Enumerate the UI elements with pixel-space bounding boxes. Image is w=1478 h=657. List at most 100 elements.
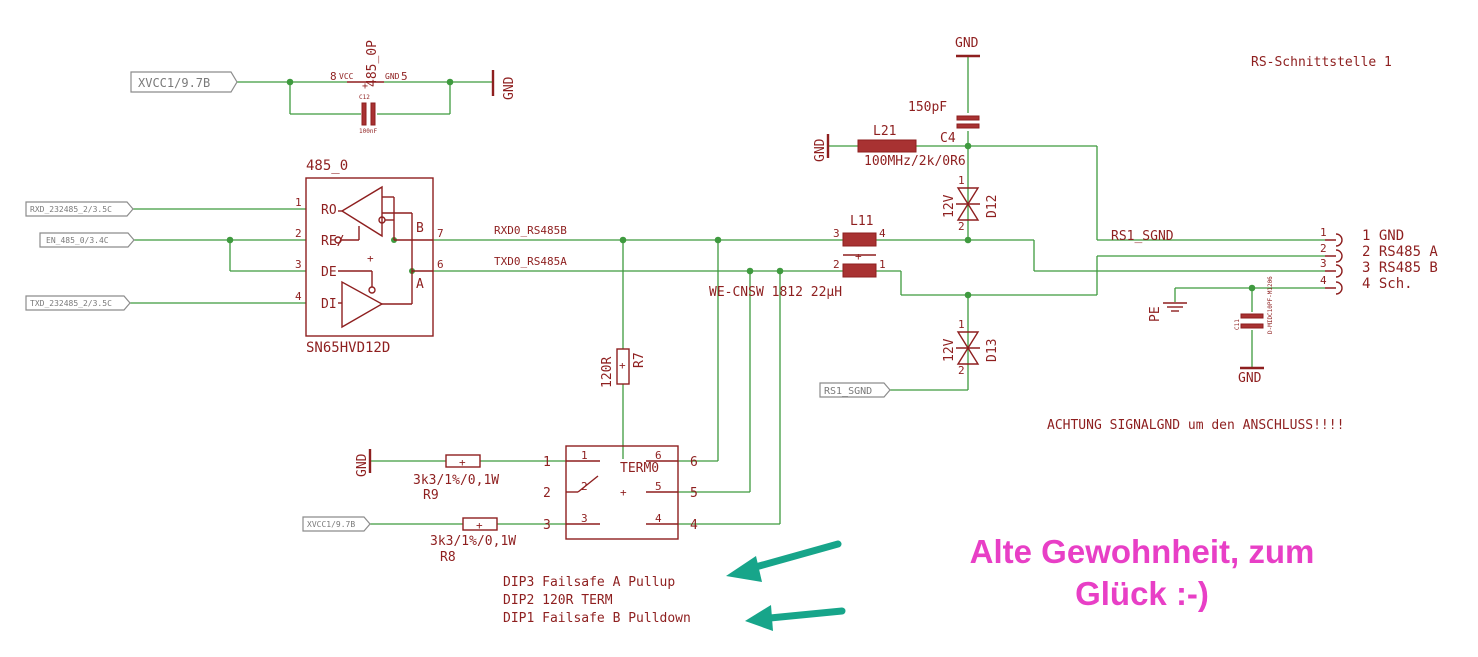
svg-text:R8: R8: [440, 550, 456, 565]
capacitor-c12: C12 100nF: [359, 94, 377, 135]
svg-text:1 GND: 1 GND: [1362, 228, 1404, 244]
svg-text:R7: R7: [632, 352, 647, 368]
svg-text:6: 6: [655, 449, 662, 462]
gnd-symbol-c11: GND: [1238, 366, 1264, 386]
svg-text:100nF: 100nF: [359, 128, 377, 135]
choke-l11: L11 + 3 4 2 1 WE-CNSW 1812 22µH: [709, 214, 886, 300]
tvs-diode-d12: 1 2 12V D12: [942, 174, 1000, 233]
arrow-upper: [726, 540, 842, 582]
warning-note: ACHTUNG SIGNALGND um den ANSCHLUSS!!!!: [1047, 418, 1344, 433]
resistor-r9: + 3k3/1%/0,1W R9: [413, 454, 499, 503]
svg-text:7: 7: [437, 227, 444, 240]
svg-text:RXD_232485_2/3.5C: RXD_232485_2/3.5C: [30, 205, 112, 214]
annotation-line-1: Alte Gewohnheit, zum: [970, 533, 1315, 570]
svg-text:A: A: [416, 277, 424, 292]
gnd-symbol-c4: GND: [955, 36, 980, 58]
svg-text:4 Sch.: 4 Sch.: [1362, 276, 1413, 292]
svg-text:2: 2: [543, 486, 551, 501]
svg-text:WE-CNSW 1812 22µH: WE-CNSW 1812 22µH: [709, 285, 842, 300]
net-flag-txd: TXD_232485_2/3.5C: [25, 295, 131, 311]
capacitor-c11: C11 D-MIDC10PF-M1206: [1234, 276, 1274, 334]
svg-text:2: 2: [958, 364, 965, 377]
svg-text:GND: GND: [502, 76, 517, 100]
svg-text:DE: DE: [321, 265, 337, 280]
svg-text:+: +: [619, 359, 626, 372]
svg-text:RE/: RE/: [321, 234, 344, 249]
svg-text:12V: 12V: [942, 194, 957, 218]
svg-text:6: 6: [690, 455, 698, 470]
svg-text:1: 1: [1320, 226, 1327, 239]
resistor-r8: + 3k3/1%/0,1W R8: [430, 517, 516, 565]
svg-text:3: 3: [581, 512, 588, 525]
svg-text:1: 1: [958, 174, 965, 187]
svg-text:4: 4: [690, 518, 698, 533]
junctions: [226, 78, 1256, 299]
dip-switch-term0: TERM0 + 1 2 3 6 5 4 1 2 3 6 5 4: [543, 445, 698, 540]
sheet-title: RS-Schnittstelle 1: [1251, 55, 1392, 70]
net-name-rs1-sgnd: RS1_SGND: [1111, 229, 1174, 244]
svg-text:3k3/1%/0,1W: 3k3/1%/0,1W: [430, 534, 516, 549]
svg-text:D13: D13: [985, 339, 1000, 362]
svg-text:XVCC1/9.7B: XVCC1/9.7B: [138, 76, 210, 90]
svg-text:GND: GND: [355, 453, 370, 477]
svg-text:120R: 120R: [600, 357, 615, 388]
svg-text:+: +: [855, 250, 862, 263]
svg-text:1: 1: [879, 258, 886, 271]
net-name-txd0-a: TXD0_RS485A: [494, 255, 567, 268]
svg-text:2: 2: [581, 480, 588, 493]
svg-text:D-MIDC10PF-M1206: D-MIDC10PF-M1206: [1267, 276, 1274, 334]
vcc-pin-number: 8: [330, 70, 337, 83]
svg-text:2: 2: [833, 258, 840, 271]
dip-note-3: DIP1 Failsafe B Pulldown: [503, 611, 691, 626]
annotation-line-2: Glück :-): [1075, 575, 1209, 612]
svg-text:L21: L21: [873, 124, 896, 139]
net-flag-rs1-sgnd: RS1_SGND: [819, 382, 891, 398]
svg-text:150pF: 150pF: [908, 100, 947, 115]
pe-earth-symbol: PE: [1148, 302, 1187, 322]
svg-text:RO: RO: [321, 203, 337, 218]
connector-x: 1 2 3 4 1 GND 2 RS485 A 3 RS485 B 4 Sch.: [1320, 226, 1438, 295]
power-plus: +: [362, 81, 368, 92]
svg-text:3 RS485 B: 3 RS485 B: [1362, 260, 1438, 276]
vcc-pin-name: VCC: [339, 72, 354, 81]
svg-text:B: B: [416, 221, 424, 236]
svg-text:+: +: [459, 456, 466, 469]
svg-text:C12: C12: [359, 94, 370, 101]
ic-plus: +: [367, 252, 374, 265]
svg-text:C4: C4: [940, 131, 956, 146]
svg-text:3k3/1%/0,1W: 3k3/1%/0,1W: [413, 473, 499, 488]
ic-part-number: SN65HVD12D: [306, 340, 390, 356]
svg-text:2: 2: [1320, 242, 1327, 255]
gnd-symbol-top: GND: [491, 70, 517, 100]
svg-text:EN_485_0/3.4C: EN_485_0/3.4C: [46, 236, 109, 245]
svg-text:1: 1: [581, 449, 588, 462]
svg-text:2 RS485 A: 2 RS485 A: [1362, 244, 1438, 260]
svg-text:PE: PE: [1148, 306, 1163, 322]
svg-text:D12: D12: [985, 195, 1000, 218]
svg-text:1: 1: [543, 455, 551, 470]
svg-text:GND: GND: [955, 36, 979, 51]
tvs-diode-d13: 1 2 12V D13: [942, 318, 1000, 377]
svg-text:2: 2: [958, 220, 965, 233]
svg-text:3: 3: [1320, 257, 1327, 270]
svg-text:1: 1: [295, 196, 302, 209]
svg-text:L11: L11: [850, 214, 873, 229]
gnd-symbol-dip: GND: [355, 449, 372, 477]
svg-text:1: 1: [958, 318, 965, 331]
ferrite-l21: L21 100MHz/2k/0R6: [857, 124, 966, 169]
svg-text:4: 4: [1320, 274, 1327, 287]
dip-note-1: DIP3 Failsafe A Pullup: [503, 575, 675, 590]
gnd-pin-name: GND: [385, 72, 400, 81]
svg-text:3: 3: [833, 227, 840, 240]
arrow-lower: [745, 605, 846, 631]
gnd-symbol-l21: GND: [813, 134, 830, 162]
net-flag-xvcc-bottom: XVCC1/9.7B: [302, 516, 371, 532]
svg-text:5: 5: [655, 480, 662, 493]
power-part-ref: 485_0P: [365, 40, 380, 87]
net-flag-rxd: RXD_232485_2/3.5C: [25, 201, 134, 217]
ic-ref: 485_0: [306, 158, 348, 174]
svg-text:DI: DI: [321, 297, 337, 312]
dip-note-2: DIP2 120R TERM: [503, 593, 613, 608]
svg-text:4: 4: [655, 512, 662, 525]
